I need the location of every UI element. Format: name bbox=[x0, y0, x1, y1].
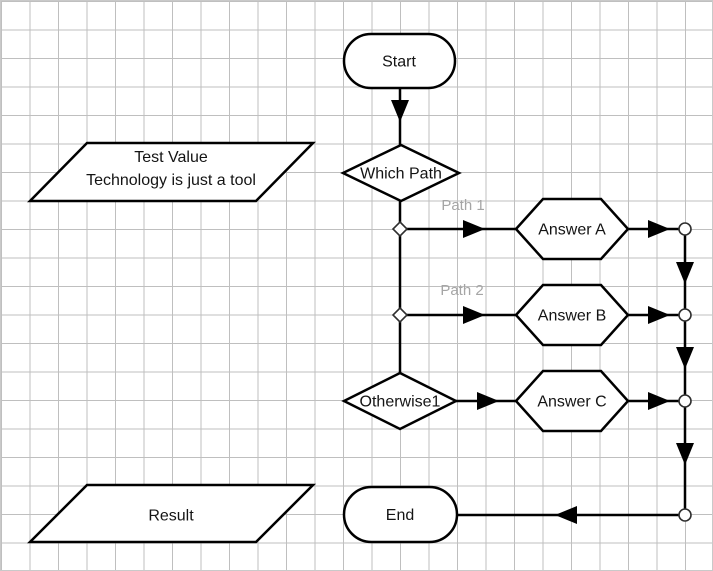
hexagon-shape[interactable] bbox=[514, 197, 630, 261]
node-otherwise-label: Otherwise1 bbox=[360, 394, 441, 411]
node-test-value-line2: Technology is just a tool bbox=[86, 172, 256, 189]
parallelogram-shape[interactable] bbox=[26, 483, 317, 544]
hexagon-shape[interactable] bbox=[514, 283, 630, 347]
edge-otherwise-to-answer-c[interactable] bbox=[456, 392, 517, 410]
junction-circle[interactable] bbox=[678, 222, 692, 236]
node-answer-c-label: Answer C bbox=[537, 394, 606, 411]
arrowhead-left bbox=[555, 506, 577, 524]
arrowhead-right bbox=[648, 306, 670, 324]
arrowhead-down bbox=[676, 443, 694, 465]
junction-circle[interactable] bbox=[678, 308, 692, 322]
node-result-label: Result bbox=[148, 508, 194, 525]
edge-start-to-whichpath[interactable] bbox=[391, 88, 409, 147]
branch-connector-diamond[interactable] bbox=[391, 306, 409, 324]
node-answer-c[interactable]: Answer C bbox=[514, 369, 630, 433]
node-which-path[interactable]: Which Path bbox=[340, 143, 462, 203]
edge-label-path1: Path 1 bbox=[441, 197, 484, 214]
node-result[interactable]: Result bbox=[26, 483, 317, 544]
arrowhead-down bbox=[676, 347, 694, 369]
node-answer-b-label: Answer B bbox=[538, 308, 606, 325]
node-end[interactable]: End bbox=[342, 485, 459, 544]
node-end-label: End bbox=[386, 507, 414, 524]
node-start-label: Start bbox=[382, 54, 416, 71]
hexagon-shape[interactable] bbox=[514, 369, 630, 433]
arrowhead-right bbox=[477, 392, 499, 410]
edge-path1-branch[interactable] bbox=[403, 220, 517, 238]
node-otherwise[interactable]: Otherwise1 bbox=[341, 371, 459, 431]
node-answer-a[interactable]: Answer A bbox=[514, 197, 630, 261]
edge-answer-c-out[interactable] bbox=[628, 392, 681, 410]
node-answer-a-label: Answer A bbox=[538, 222, 606, 239]
node-answer-b[interactable]: Answer B bbox=[514, 283, 630, 347]
decision-shape[interactable] bbox=[341, 371, 459, 431]
node-test-value-line1: Test Value bbox=[134, 149, 208, 166]
terminator-shape[interactable] bbox=[342, 32, 457, 90]
arrowhead-right bbox=[463, 306, 485, 324]
node-test-value[interactable]: Test Value Technology is just a tool bbox=[27, 141, 316, 203]
arrowhead-right bbox=[463, 220, 485, 238]
nodes: Start Which Path Test Value Technology i… bbox=[26, 32, 630, 544]
node-which-path-label: Which Path bbox=[360, 166, 442, 183]
junction-circle[interactable] bbox=[678, 508, 692, 522]
branch-connector-diamond[interactable] bbox=[391, 220, 409, 238]
arrowhead-down bbox=[391, 100, 409, 122]
decision-shape[interactable] bbox=[340, 143, 462, 203]
edge-answer-a-out[interactable] bbox=[628, 220, 681, 238]
arrowhead-right bbox=[648, 220, 670, 238]
edge-merge-to-end[interactable] bbox=[458, 506, 681, 524]
edge-answer-b-out[interactable] bbox=[628, 306, 681, 324]
edges: Path 1 Path 2 bbox=[391, 88, 694, 524]
edge-path2-branch[interactable] bbox=[403, 306, 517, 324]
node-start[interactable]: Start bbox=[342, 32, 457, 90]
edge-label-path2: Path 2 bbox=[440, 282, 483, 299]
terminator-shape[interactable] bbox=[342, 485, 459, 544]
junction-circle[interactable] bbox=[678, 394, 692, 408]
parallelogram-shape[interactable] bbox=[27, 141, 316, 203]
arrowhead-down bbox=[676, 262, 694, 284]
edge-merge-rail[interactable] bbox=[676, 229, 694, 515]
arrowhead-right bbox=[648, 392, 670, 410]
